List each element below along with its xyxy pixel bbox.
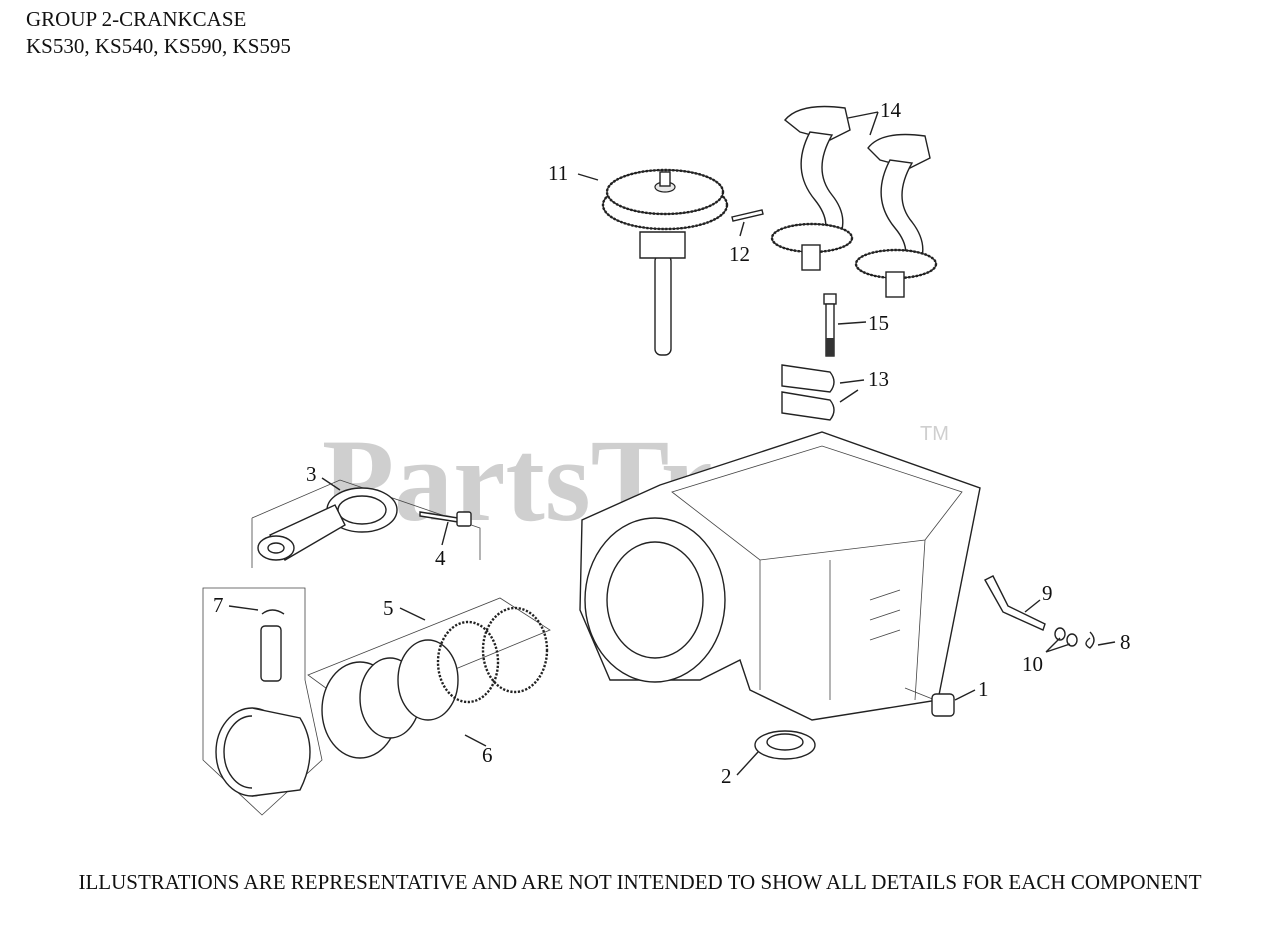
- callout-11: 11: [548, 161, 568, 185]
- callout-6: 6: [482, 743, 493, 767]
- part-7-piston-group[interactable]: [202, 587, 323, 816]
- callout-1: 1: [978, 677, 989, 701]
- part-15-bolt[interactable]: [823, 293, 837, 357]
- disclaimer-text: ILLUSTRATIONS ARE REPRESENTATIVE AND ARE…: [78, 870, 1202, 894]
- callout-10: 10: [1022, 652, 1043, 676]
- callout-8: 8: [1120, 630, 1131, 654]
- part-3-connecting-rod[interactable]: [251, 479, 481, 568]
- crankcase-block[interactable]: [579, 431, 981, 721]
- callout-2: 2: [721, 764, 732, 788]
- part-9-shaft[interactable]: [984, 575, 1046, 631]
- callout-7: 7: [213, 593, 224, 617]
- callout-9: 9: [1042, 581, 1053, 605]
- callout-14: 14: [880, 98, 902, 122]
- diagram-title: GROUP 2-CRANKCASE KS530, KS540, KS590, K…: [26, 6, 291, 60]
- part-8-clip[interactable]: [1085, 631, 1095, 649]
- part-4-rod-bolt[interactable]: [419, 511, 472, 527]
- callout-12: 12: [729, 242, 750, 266]
- part-13-brackets[interactable]: [781, 364, 835, 421]
- part-2-oil-seal[interactable]: [754, 730, 816, 760]
- part-11-cam-gear[interactable]: [601, 168, 729, 356]
- part-10-washers[interactable]: [1054, 627, 1078, 647]
- part-14-cam-assembly-right[interactable]: [854, 133, 938, 298]
- watermark-tm: TM: [920, 423, 949, 445]
- part-5-6-piston-rings[interactable]: [307, 597, 551, 759]
- part-1-drain-plug[interactable]: [904, 687, 955, 717]
- callout-4: 4: [435, 546, 446, 570]
- callout-3: 3: [306, 462, 317, 486]
- model-list: KS530, KS540, KS590, KS595: [26, 34, 291, 58]
- callout-15: 15: [868, 311, 889, 335]
- callout-13: 13: [868, 367, 889, 391]
- part-14-cam-assembly-left[interactable]: [770, 105, 854, 271]
- group-title: GROUP 2-CRANKCASE: [26, 7, 247, 31]
- part-12-dowel-pin[interactable]: [731, 209, 764, 222]
- callout-5: 5: [383, 596, 394, 620]
- leader-lines: [228, 111, 1116, 776]
